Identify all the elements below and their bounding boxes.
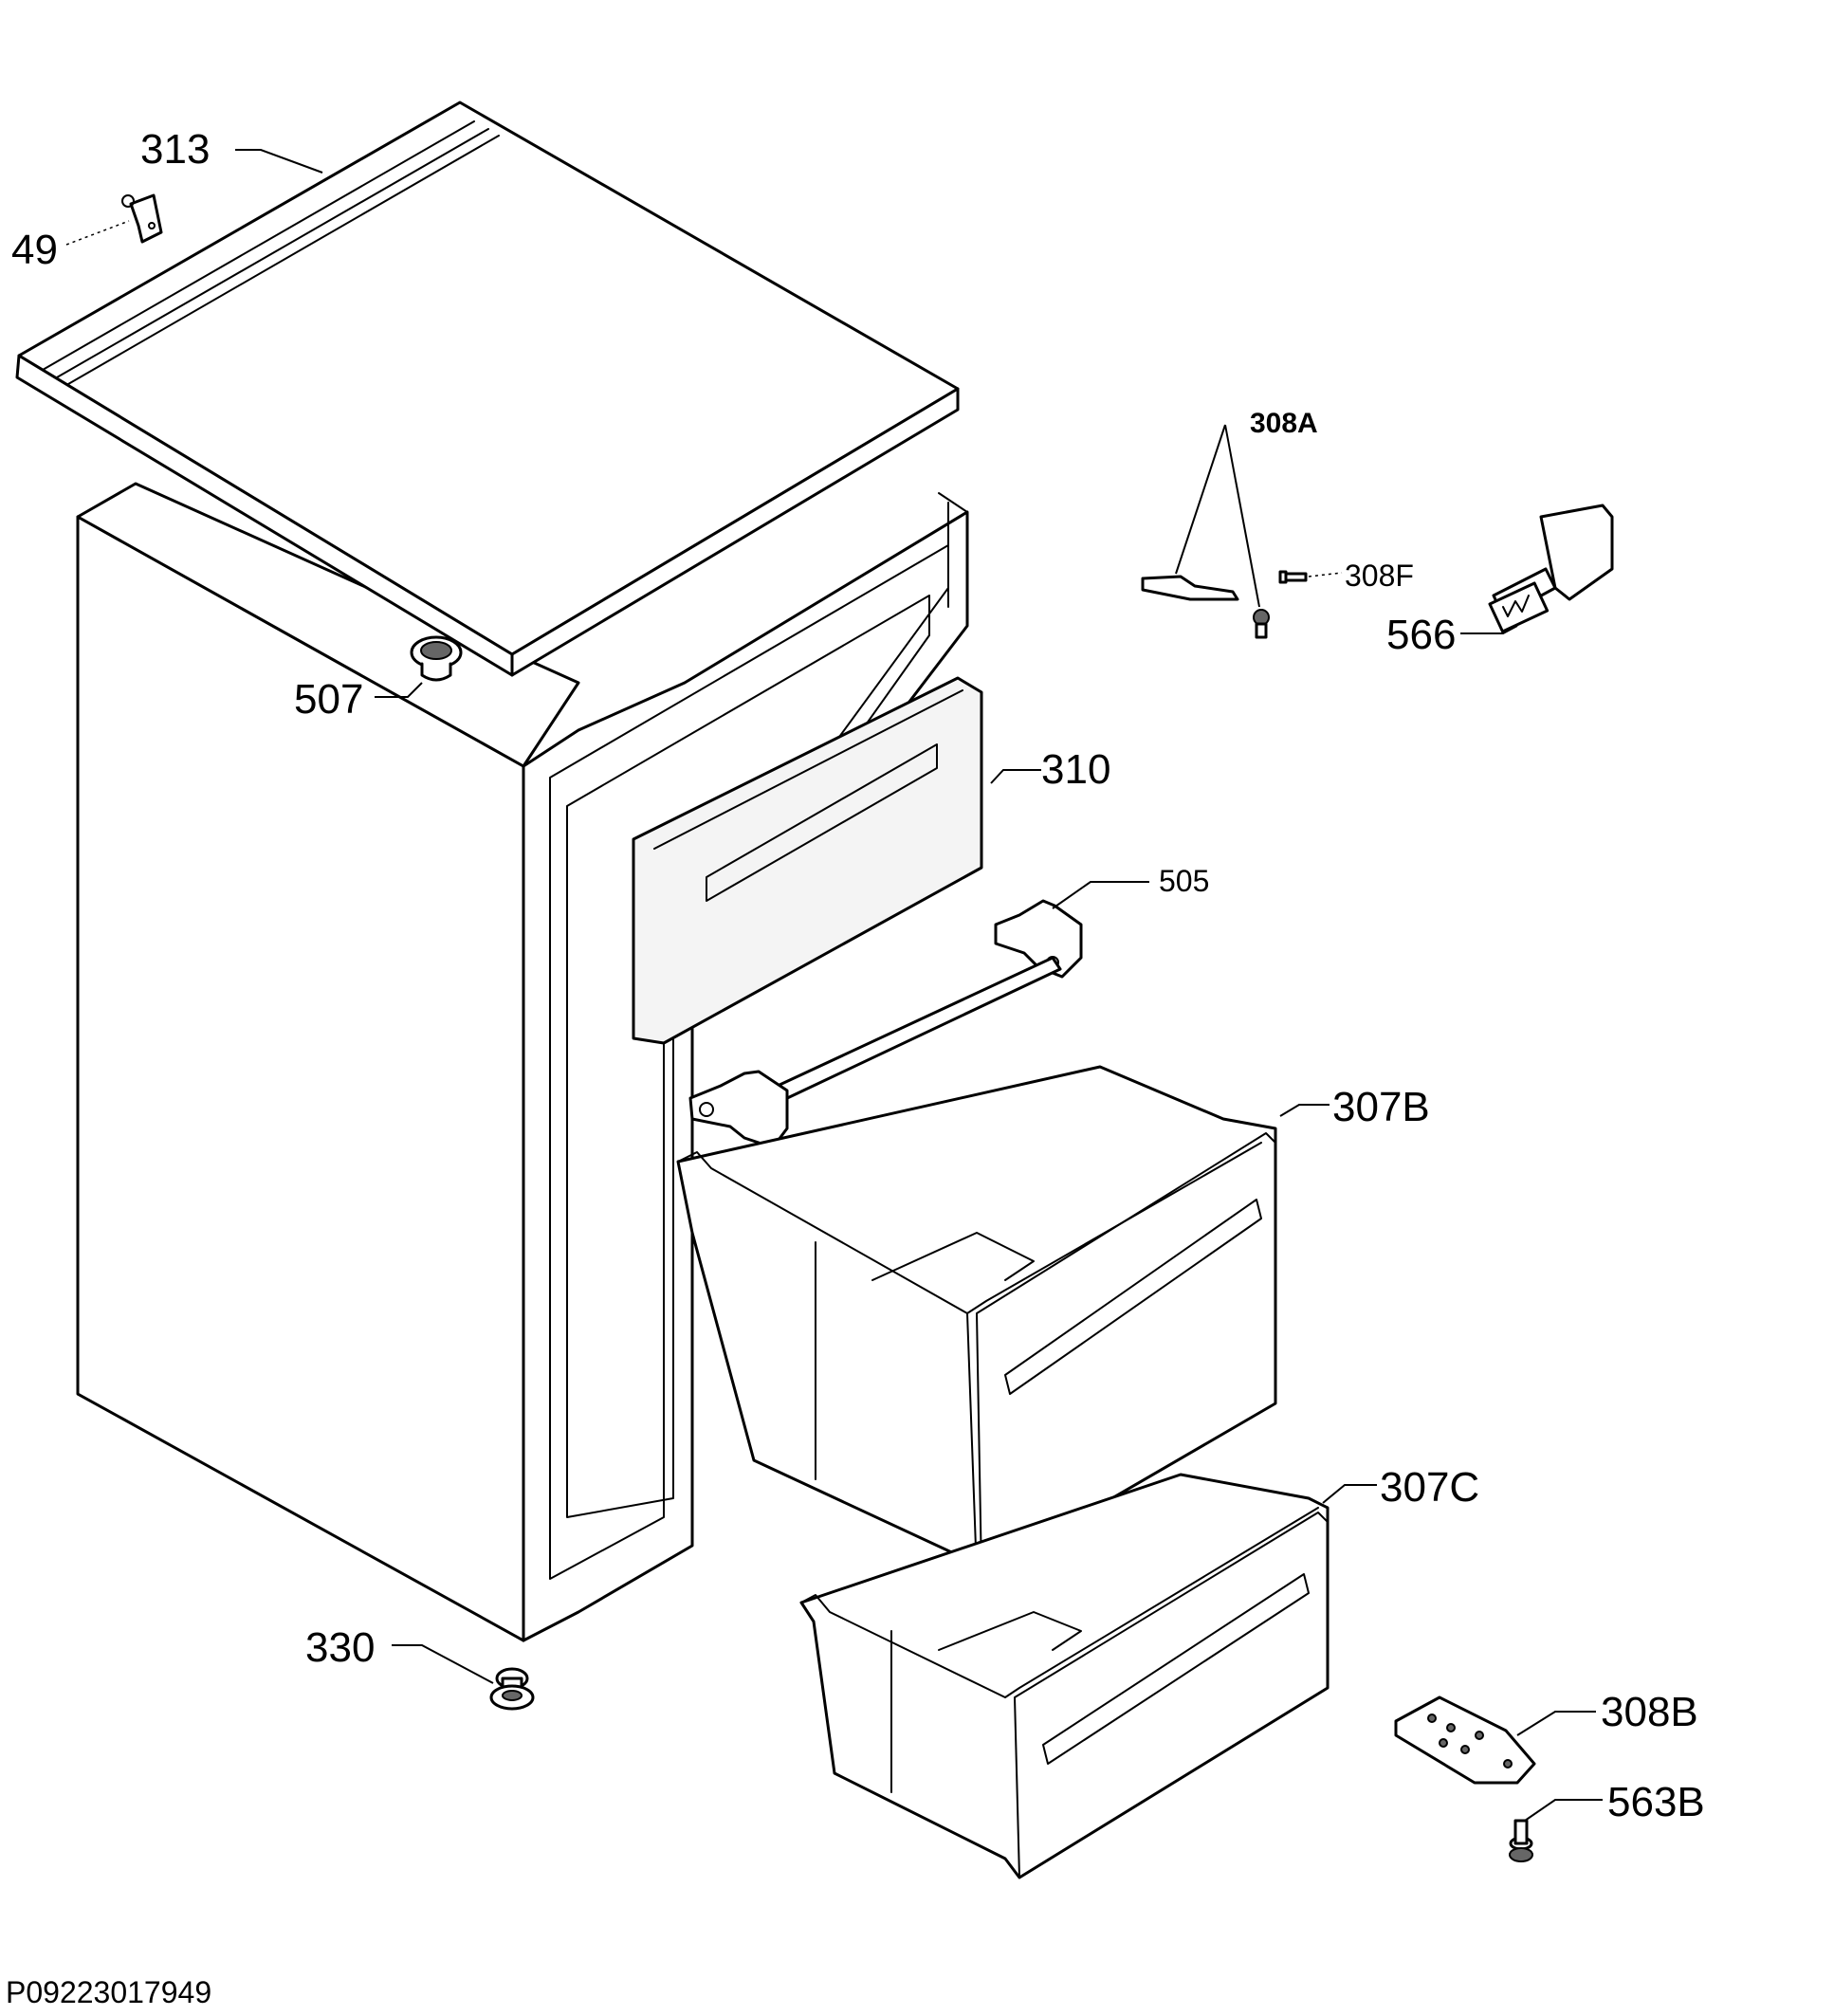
drawing-id: P09223017949 <box>6 1975 211 2009</box>
top-cover <box>15 101 960 677</box>
drawer-307b <box>676 1065 1277 1576</box>
drawer-307c <box>799 1473 1330 1879</box>
label-308f: 308F <box>1345 559 1414 593</box>
part-labels: 313 49 308A 308F 566 507 310 505 307B 30… <box>11 126 1705 1825</box>
label-307c: 307C <box>1380 1464 1479 1511</box>
leader-lines <box>65 149 1603 1822</box>
label-308b: 308B <box>1601 1689 1698 1735</box>
rail-505 <box>688 899 1083 1149</box>
flap-310 <box>632 676 983 1045</box>
label-308a: 308A <box>1250 408 1318 439</box>
label-563b: 563B <box>1607 1779 1705 1825</box>
foot-330 <box>489 1667 535 1711</box>
label-307b: 307B <box>1332 1084 1430 1130</box>
hinge-308a <box>1141 570 1308 639</box>
label-49: 49 <box>11 227 58 273</box>
label-566: 566 <box>1386 612 1456 658</box>
key-566 <box>1488 504 1614 633</box>
screw-563b <box>1509 1819 1533 1862</box>
hinge-308b <box>1394 1695 1536 1785</box>
label-310: 310 <box>1041 746 1110 793</box>
label-330: 330 <box>305 1624 375 1671</box>
cabinet-body <box>76 482 969 1642</box>
knob-507 <box>410 635 463 682</box>
label-507: 507 <box>294 676 363 723</box>
bracket-49 <box>121 193 163 244</box>
label-505: 505 <box>1159 864 1209 898</box>
label-313: 313 <box>140 126 210 173</box>
